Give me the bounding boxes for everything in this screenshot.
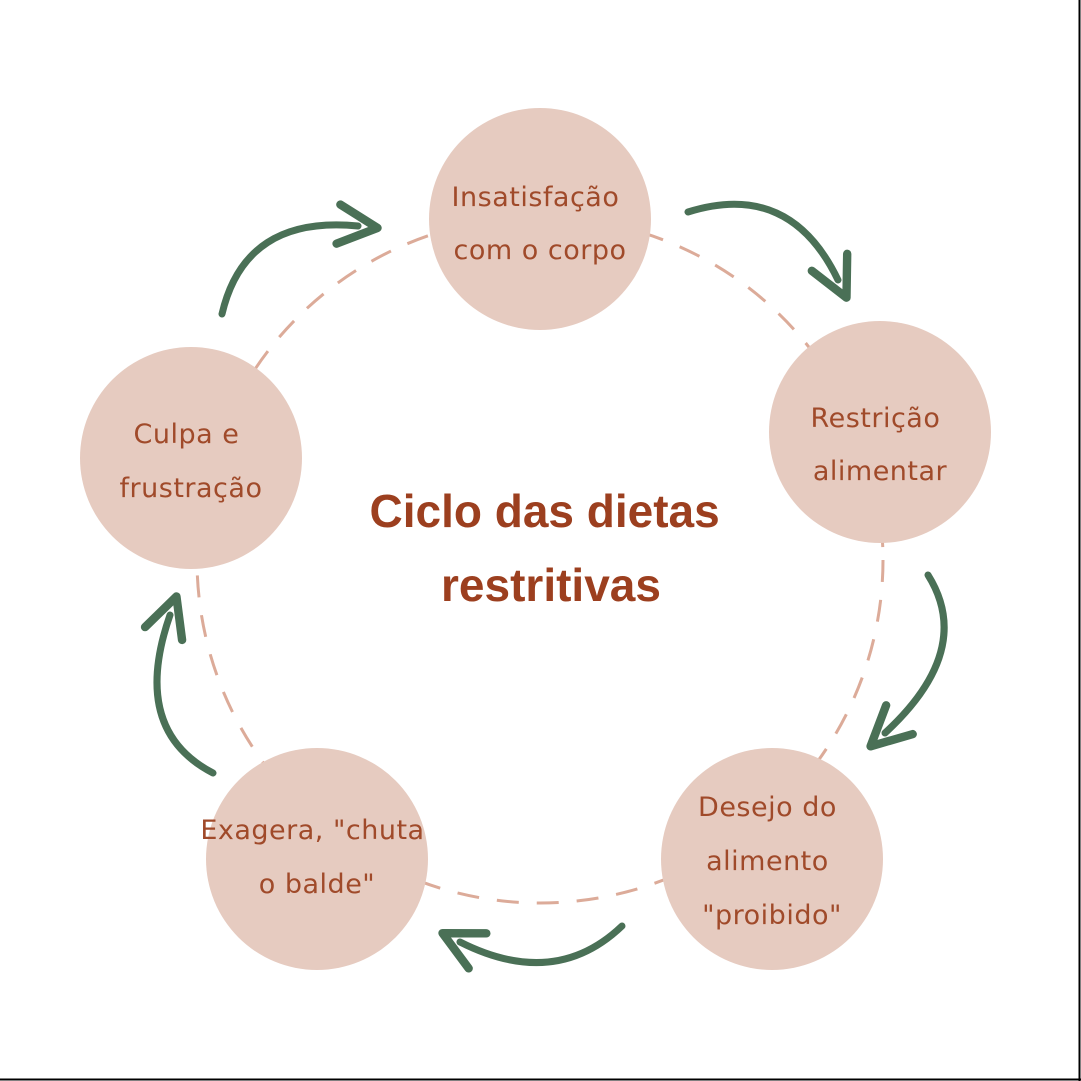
node-label-line: o balde" — [259, 869, 375, 900]
node-circle — [661, 748, 883, 970]
node-label-line: Exagera, "chuta — [200, 815, 424, 846]
node-circle — [769, 321, 991, 543]
node-circle — [206, 748, 428, 970]
node-culpa: Culpa e frustração — [80, 347, 302, 569]
node-label-line: Restrição — [811, 403, 941, 434]
node-label: Exagera, "chuta o balde" — [200, 815, 433, 900]
diagram-title: Ciclo das dietas restritivas — [369, 485, 732, 611]
node-label-line: Desejo do — [698, 792, 837, 823]
diagram-title-line: Ciclo das dietas — [369, 485, 719, 537]
node-label-line: Culpa e — [134, 419, 240, 450]
node-label-line: alimentar — [813, 456, 948, 487]
node-label-line: alimento — [706, 846, 829, 877]
node-label: Desejo do alimento "proibido" — [698, 792, 846, 931]
curved-arrow-icon — [684, 200, 852, 302]
node-restricao: Restrição alimentar — [769, 321, 991, 543]
curved-arrow-icon — [866, 571, 948, 751]
node-label-line: com o corpo — [454, 235, 627, 266]
node-label: Culpa e frustração — [120, 419, 263, 504]
curved-arrow-icon — [438, 922, 626, 973]
node-label-line: frustração — [120, 473, 263, 504]
node-desejo: Desejo do alimento "proibido" — [661, 748, 883, 970]
node-insatisfacao: Insatisfação com o corpo — [429, 108, 651, 330]
node-exagera: Exagera, "chuta o balde" — [200, 748, 433, 970]
diagram-title-line: restritivas — [441, 559, 661, 611]
node-label: Insatisfação com o corpo — [452, 182, 629, 266]
node-circle — [80, 347, 302, 569]
curved-arrow-icon — [140, 592, 217, 777]
curved-arrow-icon — [218, 200, 382, 318]
node-label-line: "proibido" — [702, 900, 842, 931]
node-circle — [429, 108, 651, 330]
node-label-line: Insatisfação — [452, 182, 620, 213]
node-label: Restrição alimentar — [811, 403, 950, 487]
